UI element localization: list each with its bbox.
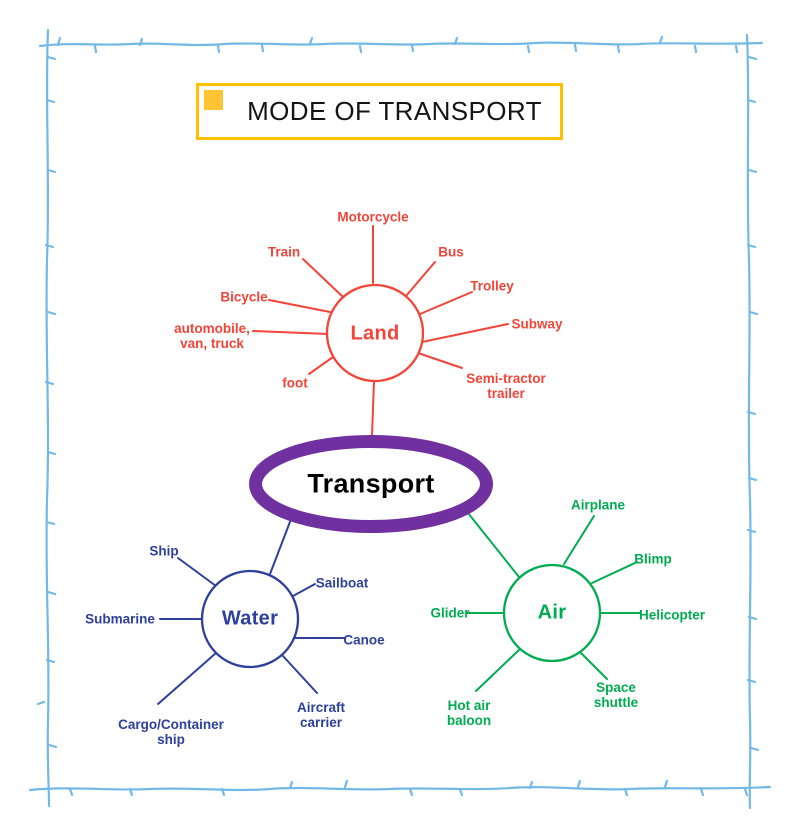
spoke-label-airplane: Airplane [570, 497, 626, 513]
spoke-label-canoe: Canoe [343, 632, 385, 648]
land-node-label: Land [350, 322, 400, 345]
spoke-line-sailboat [292, 583, 316, 597]
connector-land-transport [371, 380, 375, 437]
water-node-circle [200, 569, 300, 669]
land-node-circle [325, 283, 425, 383]
spoke-line-train [302, 258, 344, 298]
border-right-barbs [746, 55, 760, 752]
spoke-line-foot [308, 356, 334, 375]
spoke-label-cargo: Cargo/Container ship [118, 717, 224, 747]
spoke-label-semi-tractor: Semi-tractor trailer [466, 371, 546, 401]
spoke-line-trolley [419, 291, 473, 315]
spoke-label-ship: Ship [149, 543, 179, 559]
air-branch-graphics [463, 507, 641, 692]
title-box: MODE OF TRANSPORT [196, 83, 563, 140]
spoke-line-hot-air-baloon [475, 648, 521, 692]
border-bottom-line [28, 785, 772, 792]
border-left-line [45, 28, 51, 808]
spoke-label-automobile: automobile, van, truck [174, 321, 250, 351]
air-node-label: Air [537, 601, 567, 624]
spoke-line-automobile [252, 330, 329, 335]
border-top-barbs [56, 35, 739, 54]
spoke-label-foot: foot [282, 375, 308, 391]
border-right-line [745, 33, 752, 810]
spoke-line-cargo [157, 652, 217, 705]
spoke-line-airplane [563, 515, 595, 565]
spoke-label-train: Train [267, 244, 301, 260]
spoke-line-subway [421, 323, 509, 343]
connector-air-transport [463, 507, 520, 578]
spoke-label-trolley: Trolley [470, 278, 514, 294]
spoke-line-space-shuttle [578, 650, 608, 680]
spoke-label-submarine: Submarine [85, 611, 155, 627]
spoke-label-aircraft-carrier: Aircraft carrier [296, 700, 346, 730]
spoke-line-bus [405, 261, 436, 297]
transport-node-label: Transport [307, 468, 435, 499]
spoke-label-glider: Glider [430, 605, 470, 621]
spoke-line-ship [177, 557, 217, 587]
title-text: MODE OF TRANSPORT [247, 96, 542, 126]
spoke-label-motorcycle: Motorcycle [337, 209, 409, 225]
air-node-circle [502, 563, 602, 663]
spoke-label-subway: Subway [511, 316, 563, 332]
spoke-line-semi-tractor [417, 352, 463, 369]
border-left-barbs [36, 55, 58, 749]
water-node-label: Water [221, 607, 279, 630]
spoke-label-bicycle: Bicycle [220, 289, 268, 305]
connector-water-transport [269, 513, 294, 575]
spoke-line-bicycle [268, 299, 331, 313]
spoke-line-aircraft-carrier [282, 655, 318, 694]
land-branch-graphics [252, 225, 509, 437]
spoke-line-blimp [591, 561, 638, 584]
spoke-label-helicopter: Helicopter [638, 607, 706, 623]
border-bottom-barbs [68, 779, 749, 797]
transport-node-ellipse [249, 435, 493, 533]
spoke-label-bus: Bus [438, 244, 464, 260]
border-top-line [38, 41, 764, 48]
spoke-label-sailboat: Sailboat [315, 575, 369, 591]
water-branch-graphics [157, 513, 345, 705]
hand-drawn-border [28, 28, 772, 810]
spoke-label-blimp: Blimp [634, 551, 672, 567]
spoke-label-hot-air-baloon: Hot air baloon [446, 698, 492, 728]
spoke-label-space-shuttle: Space shuttle [593, 680, 639, 710]
title-accent-square [204, 90, 223, 110]
